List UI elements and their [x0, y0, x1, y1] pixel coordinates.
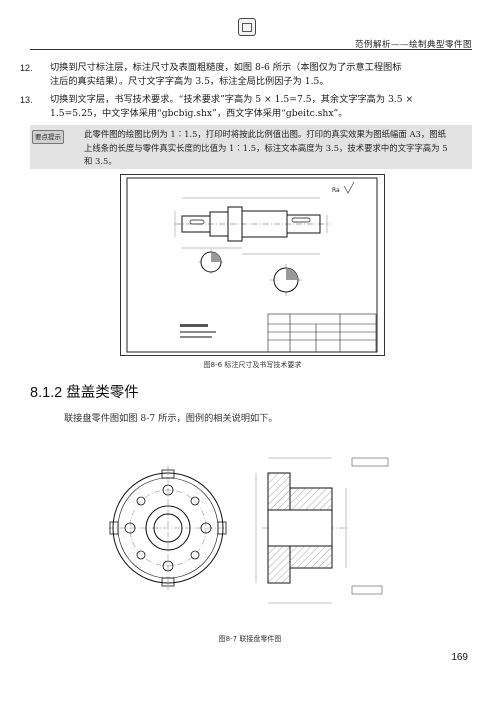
key-point-text: 此零件图的绘图比例为 1∶1.5，打印时将按此比例值出图。打印的真实效果为图纸幅… [84, 128, 470, 169]
step-line: 切换到文字层，书写技术要求。“技术要求”字高为 5 × 1.5=7.5，其余文字… [50, 94, 414, 105]
figure-caption: 图8-6 标注尺寸及书写技术要求 [203, 361, 302, 369]
note-line: 上线条的长度与零件真实长度的比值为 1∶1.5，标注文本高度为 3.5，技术要求… [84, 142, 448, 153]
figure-caption: 图8-7 联接盘零件图 [218, 635, 282, 643]
key-point-note: 要点提示 此零件图的绘图比例为 1∶1.5，打印时将按此比例值出图。打印的真实效… [30, 125, 472, 169]
body-paragraph: 联接盘零件图如图 8-7 所示，图例的相关说明如下。 [64, 413, 278, 424]
chapter-icon [238, 18, 256, 36]
key-point-badge: 要点提示 [32, 130, 64, 144]
page-number: 169 [451, 652, 468, 663]
header-rule [30, 49, 472, 50]
note-line: 此零件图的绘图比例为 1∶1.5，打印时将按此比例值出图。打印的真实效果为图纸幅… [84, 129, 446, 139]
step-line: 注后的真实结果）。尺寸文字字高为 3.5，标注全局比例因子为 1.5。 [50, 76, 329, 87]
note-line: 和 3.5。 [84, 156, 117, 166]
step-number: 12. [20, 63, 33, 73]
step-line: 切换到尺寸标注层，标注尺寸及表面粗糙度，如图 8-6 所示（本图仅为了示意工程图… [50, 62, 402, 73]
flange-drawing-figure [108, 457, 389, 604]
page-header: 范例解析——绘制典型零件图 [30, 18, 472, 52]
step-13: 13. 切换到文字层，书写技术要求。“技术要求”字高为 5 × 1.5=7.5，… [20, 93, 460, 121]
svg-text:Ra: Ra [332, 187, 340, 194]
shaft-drawing-figure: Ra [120, 174, 385, 356]
step-line: 1.5=5.25，中文字体采用“gbcbig.shx”，西文字体采用“gbeit… [50, 108, 348, 119]
step-number: 13. [20, 95, 33, 105]
header-title: 范例解析——绘制典型零件图 [354, 40, 472, 50]
section-heading: 8.1.2 盘盖类零件 [30, 385, 139, 401]
step-12: 12. 切换到尺寸标注层，标注尺寸及表面粗糙度，如图 8-6 所示（本图仅为了示… [20, 61, 460, 89]
